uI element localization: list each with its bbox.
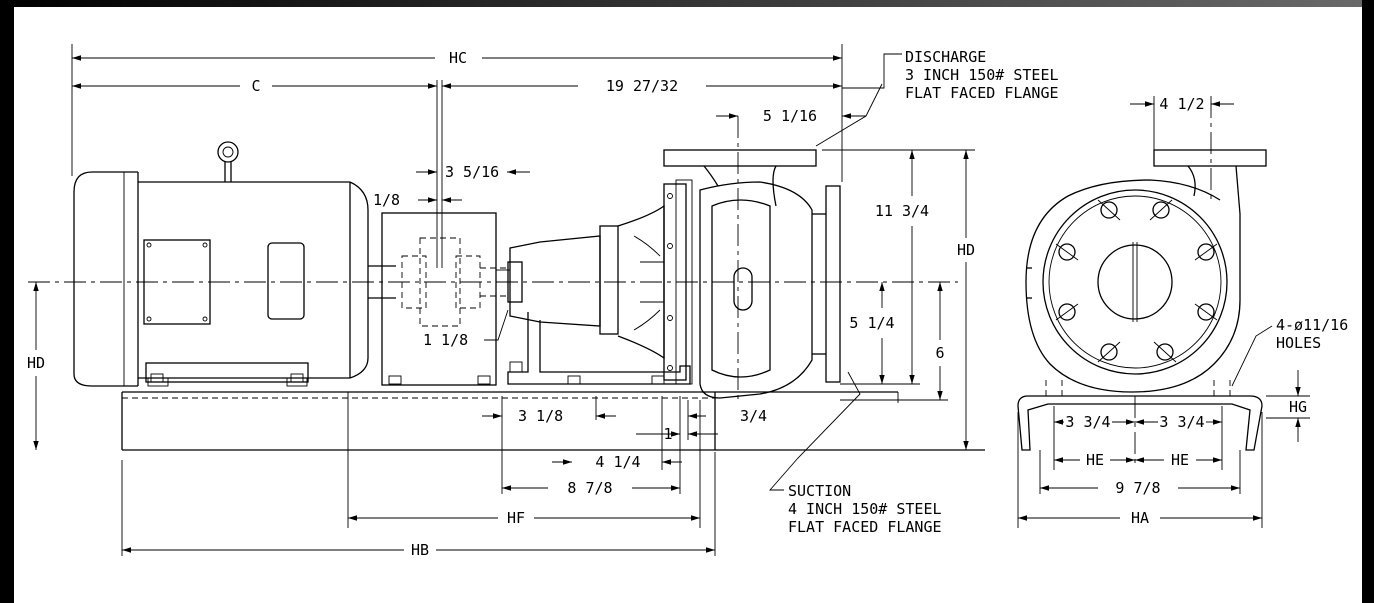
end-discharge-flange (1153, 149, 1267, 167)
lifting-eye-icon (217, 141, 239, 163)
base-bolts (150, 361, 665, 385)
dimension-lines (33, 53, 969, 553)
note-holes-2: HOLES (1276, 334, 1321, 352)
dim-he-right: HE (1171, 451, 1189, 469)
note-discharge-2: 3 INCH 150# STEEL (905, 66, 1059, 84)
frame-top-bar (0, 0, 1374, 7)
dim-coupling-gap: 3 5/16 (445, 163, 499, 181)
dim-foot-e: 8 7/8 (567, 479, 612, 497)
end-view: 4 1/2 3 3/4 3 3/4 HE HE 9 7/8 HA HG 4-ø1… (1017, 95, 1348, 528)
dim-flange-center: 5 1/4 (849, 314, 894, 332)
end-base-stand (1017, 380, 1263, 451)
dim-base-width: 9 7/8 (1115, 479, 1160, 497)
dim-discharge-offset: 5 1/16 (763, 107, 817, 125)
discharge-nozzle (663, 149, 817, 207)
dim-hd-left: HD (27, 354, 45, 372)
dim-hb: HB (411, 541, 429, 559)
bolt-holes (1055, 199, 1218, 363)
dim-foot-d: 4 1/4 (595, 453, 640, 471)
frame-right-bar (1362, 0, 1374, 603)
dim-suction-height: 6 (935, 344, 944, 362)
dim-overall-right: 19 27/32 (606, 77, 678, 95)
dim-height-top: 11 3/4 (875, 202, 929, 220)
casing-outline (1025, 179, 1241, 393)
dim-foot-a: 3 1/8 (518, 407, 563, 425)
note-suction-2: 4 INCH 150# STEEL (788, 500, 942, 518)
dim-bolt-right: 3 3/4 (1159, 413, 1204, 431)
dim-foot-b: 3/4 (740, 407, 767, 425)
note-discharge-3: FLAT FACED FLANGE (905, 84, 1059, 102)
dim-hc: HC (449, 49, 467, 67)
dim-coupling-end: 1/8 (373, 191, 400, 209)
coupling-guard (381, 212, 510, 386)
dim-bolt-left: 3 3/4 (1065, 413, 1110, 431)
suction-flange (825, 185, 841, 383)
note-discharge-1: DISCHARGE (905, 48, 986, 66)
note-holes-1: 4-ø11/16 (1276, 316, 1348, 334)
bearing-frame (507, 204, 691, 385)
dim-ha: HA (1131, 509, 1149, 527)
extension-lines (71, 44, 975, 556)
frame-left-bar (0, 0, 14, 603)
dim-hg: HG (1289, 398, 1307, 416)
casing-flange (663, 183, 687, 381)
dim-hf: HF (507, 509, 525, 527)
dim-flange-width: 4 1/2 (1159, 95, 1204, 113)
note-suction-3: FLAT FACED FLANGE (788, 518, 942, 536)
dim-he-left: HE (1086, 451, 1104, 469)
dim-c: C (251, 77, 260, 95)
dim-foot-c: 1 (663, 425, 672, 443)
note-suction-1: SUCTION (788, 482, 851, 500)
side-view: HC C 19 27/32 5 1/16 3 5/16 1/8 11 3/4 H… (27, 44, 1059, 559)
dim-shaft-step: 1 1/8 (423, 331, 468, 349)
dim-hd-right: HD (957, 241, 975, 259)
motor (73, 141, 369, 387)
pump-volute (699, 181, 826, 399)
